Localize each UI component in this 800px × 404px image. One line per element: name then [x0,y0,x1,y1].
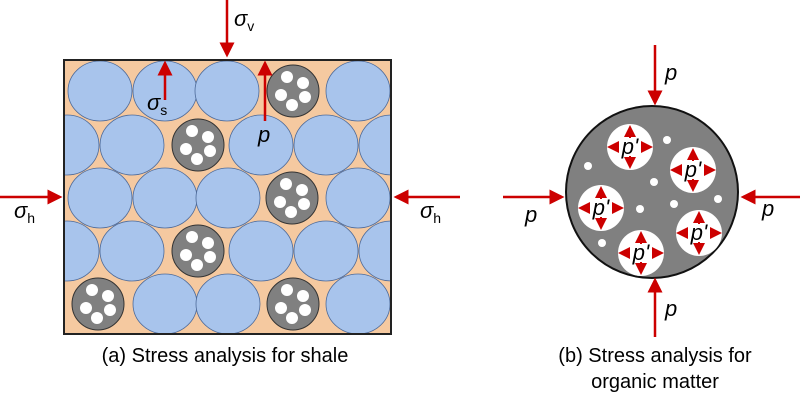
mineral-grain [293,220,359,282]
organic-pore [180,249,192,261]
mineral-grain [293,114,359,176]
p-prime-label: p' [632,240,650,265]
caption-b-line2: organic matter [591,371,719,393]
organic-pore [286,99,298,111]
organic-pore [186,125,198,137]
p-prime-label: p' [592,195,610,220]
large-pore [670,147,716,193]
organic-pore [285,206,297,218]
mineral-grain [195,167,261,229]
mineral-grain [358,114,391,176]
organic-pore [204,145,216,157]
organic-pore [80,302,92,314]
mineral-grain [228,220,294,282]
mineral-grain [67,60,133,122]
organic-matter-panel: p' p' p' p' p' p p p p (b) Stress analysis f… [503,45,800,393]
p-prime-label: p' [621,134,639,159]
large-pore [618,230,664,276]
p-prime-label: p' [684,157,702,182]
organic-pore [275,302,287,314]
small-pore [636,205,644,213]
organic-pore [275,89,287,101]
caption-b-line1: (b) Stress analysis for [558,345,752,367]
mineral-grain [325,167,391,229]
organic-pore [286,312,298,324]
p-prime-label: p' [690,220,708,245]
caption-a: (a) Stress analysis for shale [102,345,349,367]
p-right-label: p [761,196,774,221]
small-pore [650,178,658,186]
small-pore [598,239,606,247]
organic-pore [204,251,216,263]
organic-pore [86,284,98,296]
organic-pore [104,304,116,316]
sigma-h-left-label: σh [14,198,35,226]
mineral-grain [64,220,100,282]
mineral-grain [325,60,391,122]
p-label: p [257,122,270,147]
organic-pore [91,312,103,324]
mineral-grain [132,167,198,229]
mineral-grain [358,220,391,282]
organic-pore [202,131,214,143]
sigma-v-label: σv [234,6,254,34]
organic-pore [180,143,192,155]
mineral-grain [195,273,261,334]
organic-pore [296,184,308,196]
shale-border [63,59,392,335]
p-left-label: p [524,202,537,227]
organic-pore [274,196,286,208]
mineral-grain [325,273,391,334]
organic-pore [298,198,310,210]
shale-panel: σv σh σh σs p (a) Stress analysis for sh… [0,0,460,367]
organic-pore [280,178,292,190]
large-pore [578,185,624,231]
organic-pore [186,231,198,243]
organic-pore [202,237,214,249]
small-pore [584,162,592,170]
small-pore [714,195,722,203]
organic-pore [299,304,311,316]
organic-pore [281,284,293,296]
p-bottom-label: p [664,296,677,321]
mineral-grain [99,114,165,176]
sigma-s-label: σs [147,90,167,118]
organic-pore [297,290,309,302]
mineral-grain [67,167,133,229]
large-pore [676,210,722,256]
sigma-h-right-label: σh [420,198,441,226]
organic-pore [281,71,293,83]
mineral-grain [132,273,198,334]
mineral-grain [99,220,165,282]
small-pore [663,136,671,144]
mineral-grain [194,60,260,122]
mineral-grain [64,114,100,176]
mineral-grain [228,114,294,176]
p-top-label: p [664,60,677,85]
organic-pore [297,77,309,89]
organic-pore [191,153,203,165]
large-pore [607,124,653,170]
organic-pore [191,259,203,271]
organic-pore [299,91,311,103]
small-pore [670,200,678,208]
organic-pore [102,290,114,302]
